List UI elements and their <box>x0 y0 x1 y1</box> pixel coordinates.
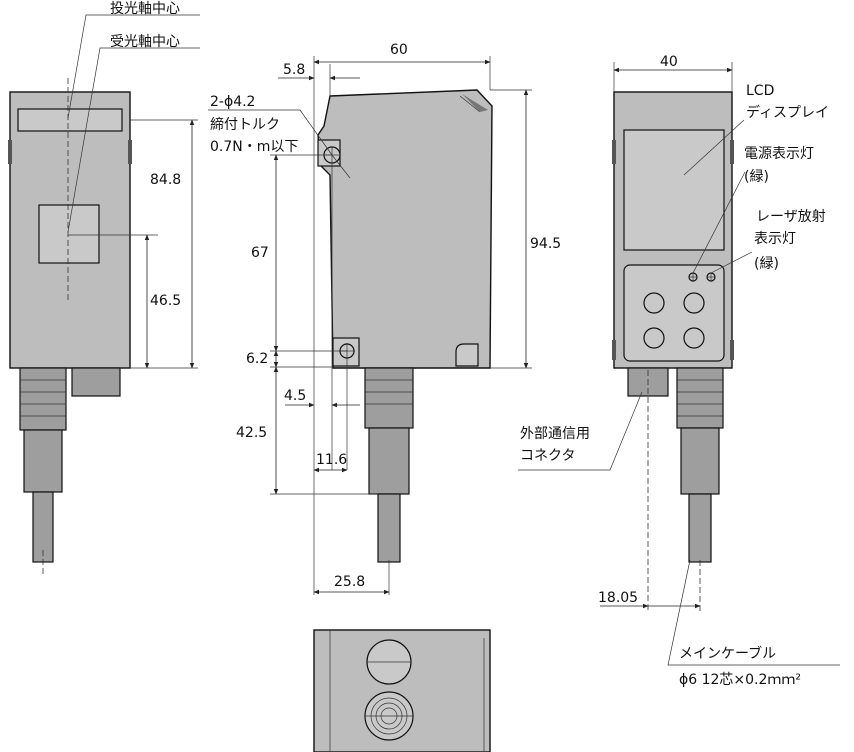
side-cable-boot <box>364 367 414 429</box>
dim-4-5: 4.5 <box>284 388 306 404</box>
dim-6-2: 6.2 <box>246 351 268 367</box>
dim-25-8: 25.8 <box>334 574 365 590</box>
mount-holes-label-1: 2-ϕ4.2 <box>210 94 255 110</box>
power-led-label-1: 電源表示灯 <box>744 146 814 162</box>
receiver-window <box>38 204 100 264</box>
lcd-leader <box>683 119 745 176</box>
main-cable-label-2: ϕ6 12芯×0.2ｍｍ² <box>679 672 801 688</box>
laser-led-label-2: 表示灯 <box>754 231 796 247</box>
recv-axis-leader <box>67 47 200 233</box>
dim-5-8: 5.8 <box>283 62 305 78</box>
dim-42-5: 42.5 <box>236 425 267 441</box>
side-cable <box>377 493 401 563</box>
main-cable-label-1: メインケーブル <box>679 645 776 662</box>
ext-connector-label-1: 外部通信用 <box>520 426 590 442</box>
dim-46-5: 46.5 <box>150 293 181 309</box>
emit-axis-leader <box>67 14 200 119</box>
mount-holes-label-2: 締付トルク <box>210 116 280 133</box>
dim-18-05: 18.05 <box>598 590 638 606</box>
side-view <box>208 56 532 595</box>
button-2 <box>683 292 705 314</box>
back-cable-boot <box>676 367 724 429</box>
dim-11-6: 11.6 <box>316 452 347 468</box>
emitter-window <box>17 108 123 132</box>
front-view <box>8 14 200 575</box>
back-view <box>518 62 840 666</box>
side-housing <box>317 89 493 369</box>
cable-boot <box>19 367 67 431</box>
emit-axis-label: 投光軸中心 <box>110 1 180 17</box>
button-3 <box>643 327 665 349</box>
bottom-view <box>313 629 491 752</box>
dim-60: 60 <box>390 42 408 58</box>
recv-axis-label: 受光軸中心 <box>110 34 180 50</box>
power-led-leader <box>692 171 746 274</box>
back-main-cable <box>688 493 712 563</box>
dim-94-5: 94.5 <box>530 236 561 252</box>
ext-connector-label-2: コネクタ <box>520 448 575 464</box>
lcd-label-2: ディスプレイ <box>746 104 829 121</box>
laser-led-label-3: (緑) <box>754 256 779 272</box>
dim-67: 67 <box>251 245 269 261</box>
power-led-label-2: (緑) <box>744 169 769 185</box>
mount-holes-label-3: 0.7N・m以下 <box>210 139 298 155</box>
dim-84-8: 84.8 <box>150 172 181 188</box>
button-1 <box>643 292 665 314</box>
ext-connector-leader <box>518 391 643 471</box>
button-4 <box>683 327 705 349</box>
connector-front <box>71 367 121 397</box>
main-cable-leader <box>667 559 840 666</box>
lcd-display <box>623 129 725 251</box>
laser-led-leader <box>710 251 753 274</box>
laser-led-label-1: レーザ放射 <box>756 209 826 225</box>
lcd-label-1: LCD <box>746 83 774 99</box>
dim-40: 40 <box>660 54 678 70</box>
